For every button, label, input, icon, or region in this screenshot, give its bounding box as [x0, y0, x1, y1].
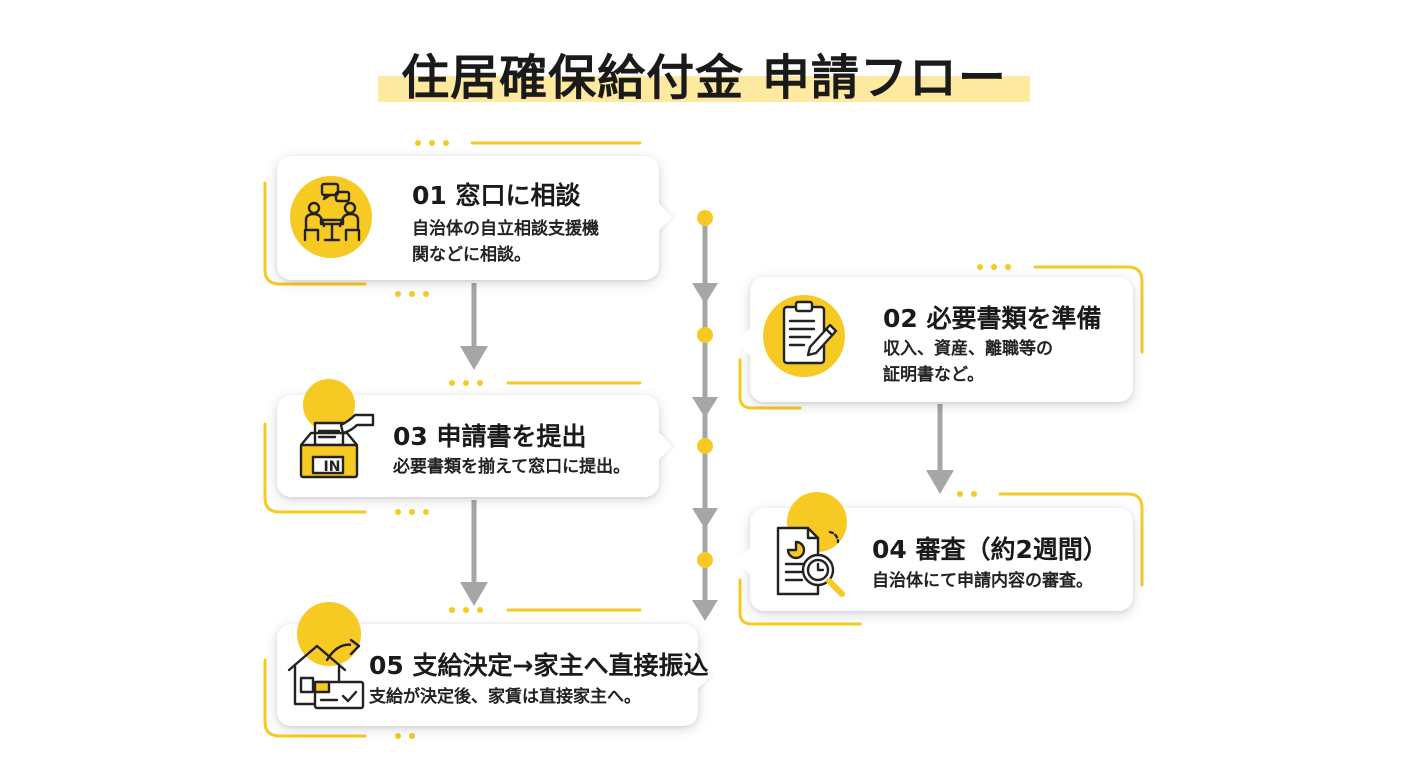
- document-search-icon: [776, 526, 845, 597]
- step-card-03: IN 03 申請書を提出 必要書類を揃えて窓口に提出。: [277, 379, 673, 497]
- timeline-arrowhead: [692, 283, 718, 304]
- title-area: 住居確保給付金 申請フロー: [0, 30, 1408, 110]
- title-highlight: [378, 76, 1030, 102]
- deco-line: [263, 658, 367, 738]
- step-description-line: 証明書など。: [883, 365, 985, 385]
- timeline-node: [697, 438, 713, 454]
- step-title: 05 支給決定→家主へ直接振込: [369, 651, 709, 680]
- deco-line: [738, 358, 802, 410]
- deco-line: [263, 422, 367, 514]
- clipboard-icon: [782, 300, 838, 365]
- timeline-node: [697, 327, 713, 343]
- step-description: 支給が決定後、家賃は直接家主へ。: [369, 684, 641, 710]
- step-description-line: 関などに相談。: [412, 245, 531, 265]
- timeline-node: [697, 552, 713, 568]
- page-title: 住居確保給付金 申請フロー: [401, 50, 1007, 106]
- timeline-arrowhead: [692, 600, 718, 621]
- step-description: 自治体の自立相談支援機 関などに相談。: [412, 216, 599, 268]
- inbox-icon: [299, 413, 375, 479]
- step-description-line: 自治体にて申請内容の審査。: [872, 571, 1093, 591]
- step-title: 02 必要書類を準備: [883, 304, 1102, 333]
- step-description: 収入、資産、離職等の 証明書など。: [883, 336, 1053, 388]
- deco-line: [263, 181, 367, 286]
- step-card-02: 02 必要書類を準備 収入、資産、離職等の 証明書など。: [736, 277, 1133, 402]
- deco-line: [1033, 265, 1144, 354]
- inbox-label: IN: [323, 459, 341, 475]
- consultation-icon: [303, 182, 361, 242]
- step-description: 自治体にて申請内容の審査。: [872, 568, 1093, 594]
- step-description-line: 支給が決定後、家賃は直接家主へ。: [369, 687, 641, 707]
- step-card-05: 05 支給決定→家主へ直接振込 支給が決定後、家賃は直接家主へ。: [277, 602, 712, 726]
- step-title: 01 窓口に相談: [412, 181, 581, 210]
- flow-arrowhead: [926, 470, 954, 494]
- flow-arrowhead: [460, 582, 488, 606]
- step-description-line: 自治体の自立相談支援機: [412, 219, 599, 239]
- deco-line: [998, 492, 1144, 587]
- timeline-node: [697, 210, 713, 226]
- step-title: 03 申請書を提出: [393, 422, 587, 451]
- deco-line: [738, 578, 862, 626]
- house-transfer-icon: [287, 638, 365, 710]
- timeline-arrowhead: [692, 397, 718, 418]
- step-title: 04 審査（約2週間）: [872, 535, 1108, 564]
- step-description: 必要書類を揃えて窓口に提出。: [393, 454, 630, 480]
- timeline-arrowhead: [692, 508, 718, 529]
- flow-arrowhead: [460, 346, 488, 370]
- step-description-line: 収入、資産、離職等の: [883, 339, 1053, 359]
- step-card-01: 01 窓口に相談 自治体の自立相談支援機 関などに相談。: [277, 156, 673, 280]
- step-card-04: 04 審査（約2週間） 自治体にて申請内容の審査。: [736, 492, 1133, 611]
- step-description-line: 必要書類を揃えて窓口に提出。: [393, 457, 631, 477]
